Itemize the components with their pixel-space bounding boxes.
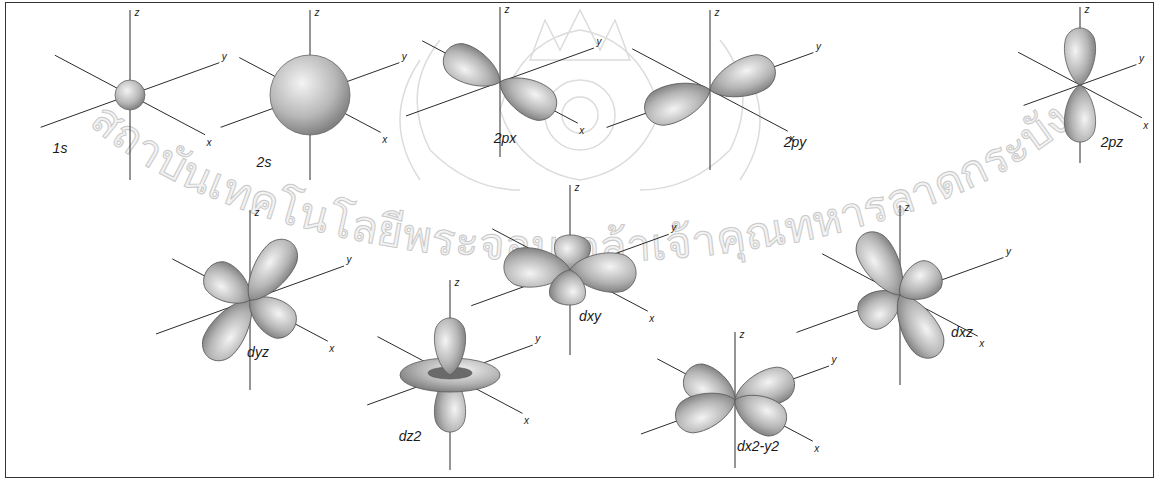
watermark-crest [400, 10, 760, 190]
orbital-sphere [115, 80, 145, 110]
axis-label: x [382, 134, 387, 145]
orbital-lobe [727, 384, 793, 442]
axis-label: y [1139, 52, 1144, 63]
coordinate-axes [41, 10, 220, 180]
orbital-lobe [639, 72, 716, 131]
axis-label: y [347, 253, 352, 264]
axis-label: y [535, 333, 540, 344]
orbital-name: dxy [579, 308, 601, 324]
axis-label: x [207, 136, 212, 147]
axis-label: z [575, 182, 580, 193]
axis-line [55, 55, 205, 135]
orbital-lobe [704, 49, 781, 108]
coordinate-axes [1018, 7, 1142, 163]
orbital-lobe [1064, 85, 1095, 142]
orbital-lobe [1064, 28, 1095, 85]
coordinate-axes [221, 10, 400, 180]
orbital-name: dyz [247, 344, 269, 360]
axis-label: y [832, 353, 837, 364]
orbital-sphere [270, 55, 350, 135]
axis-label: y [1006, 245, 1011, 256]
coordinate-axes [607, 10, 814, 170]
orbital-name: 2px [494, 130, 517, 146]
axis-label: z [740, 329, 745, 340]
axis-label: y [222, 50, 227, 61]
coordinate-axes [367, 280, 533, 470]
orbital-lobe [437, 37, 509, 98]
watermark-text: สถาบันเทคโนโลยีพระจอมเกล้าเจ้าคุณทหารลาด… [82, 93, 1079, 273]
orbital-lobe [235, 232, 305, 311]
orbital-name: dz2 [399, 428, 422, 444]
axis-line [492, 229, 648, 311]
orbital-lobe [548, 268, 588, 307]
orbital-name: 2py [784, 134, 807, 150]
axis-label: y [402, 50, 407, 61]
orbital-name: 2s [257, 154, 272, 170]
watermark-text: สถาบันเทคโนโลยีพระจอมเกล้าเจ้าคุณทหารลาด… [82, 93, 1079, 273]
orbital-lobe [434, 318, 465, 375]
coordinate-axes [406, 7, 594, 157]
axis-label: z [715, 7, 720, 18]
orbital-lobe [890, 255, 948, 310]
axis-label: z [455, 277, 460, 288]
axis-label: x [814, 443, 819, 454]
axis-label: z [505, 4, 510, 15]
coordinate-axes [797, 205, 1004, 385]
axis-line [41, 63, 220, 128]
axis-label: z [255, 207, 260, 218]
axis-label: z [135, 7, 140, 18]
axis-label: y [597, 35, 602, 46]
axis-label: z [1085, 4, 1090, 15]
orbital-name: dx2-y2 [737, 438, 779, 454]
axis-label: x [329, 343, 334, 354]
orbital-lobe [492, 66, 564, 127]
axis-label: z [905, 202, 910, 213]
coordinate-axes [156, 210, 344, 390]
axis-line [632, 49, 788, 131]
orbital-lobe [670, 383, 741, 438]
axis-label: x [524, 415, 529, 426]
axis-label: z [315, 7, 320, 18]
axis-label: y [816, 40, 821, 51]
axis-label: x [1143, 119, 1148, 130]
orbital-name: 1s [53, 140, 68, 156]
axis-label: x [979, 338, 984, 349]
orbital-name: 2pz [1101, 134, 1124, 150]
axis-label: y [671, 222, 676, 233]
coordinate-axes [641, 332, 829, 468]
axis-line [657, 359, 813, 441]
coordinate-axes [471, 185, 668, 355]
orbital-name: dxz [951, 324, 973, 340]
axis-label: x [649, 313, 654, 324]
axis-label: x [579, 125, 584, 136]
